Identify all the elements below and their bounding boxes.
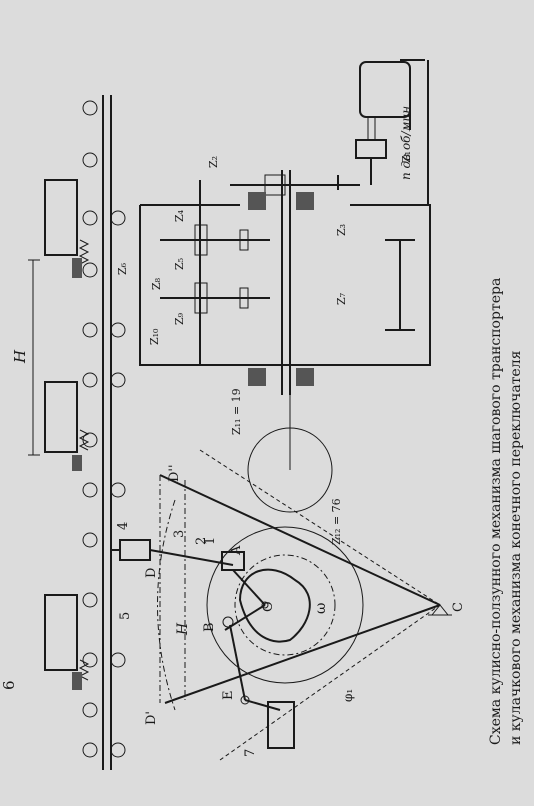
- label-omega: ω: [313, 603, 329, 614]
- gearbox-housing: [139, 170, 431, 395]
- gear-z12: [206, 526, 364, 684]
- step-label-h: H: [11, 349, 29, 364]
- stroke-label-h: H: [175, 622, 191, 636]
- label-d: D: [144, 568, 159, 578]
- label-d-double-prime: D'': [167, 464, 182, 482]
- linkage: [112, 474, 452, 749]
- conveyor-rail: [102, 95, 112, 770]
- label-z6: Z₆: [116, 262, 129, 275]
- part-label-6: 6: [0, 680, 18, 690]
- cam-profile: [238, 568, 311, 643]
- caption-line-2: и кулачкового механизма конечного перекл…: [508, 350, 524, 745]
- label-z9: Z₉: [173, 312, 186, 325]
- label-z7: Z₇: [335, 292, 348, 305]
- label-z1: Z₁: [400, 151, 413, 163]
- construction-lines: [157, 449, 441, 761]
- label-z8: Z₈: [150, 277, 163, 290]
- label-b: B: [202, 622, 217, 632]
- part-label-4: 4: [116, 522, 131, 530]
- label-z12: Z₁₂ = 76: [330, 498, 343, 545]
- label-e: E: [221, 691, 236, 701]
- workpieces: [44, 179, 90, 690]
- label-z5: Z₅: [173, 258, 186, 270]
- conveyor-rollers: [82, 100, 126, 758]
- label-z10: Z₁₀: [148, 328, 161, 345]
- caption-line-1: Схема кулисно-ползунного механизма шагов…: [488, 278, 504, 745]
- label-z3: Z₃: [335, 224, 348, 236]
- part-label-5: 5: [118, 612, 133, 620]
- label-o: O: [261, 601, 276, 612]
- label-z11: Z₁₁ = 19: [230, 388, 243, 435]
- part-label-7: 7: [243, 749, 258, 757]
- step-dimension: [28, 259, 40, 456]
- label-c: C: [451, 602, 466, 612]
- electric-motor: [355, 59, 429, 205]
- label-phi1: φ₁: [341, 689, 355, 702]
- pinion-z11: [247, 395, 333, 513]
- label-a: A: [229, 545, 244, 556]
- label-z2: Z₂: [207, 156, 220, 168]
- label-z4: Z₄: [173, 209, 186, 222]
- motor-speed-label: n дв об/мин: [399, 106, 413, 180]
- part-label-3: 3: [172, 530, 187, 538]
- part-label-1: 1: [203, 537, 218, 545]
- part-label-2: 2: [194, 537, 209, 545]
- label-d-prime: D': [144, 711, 159, 725]
